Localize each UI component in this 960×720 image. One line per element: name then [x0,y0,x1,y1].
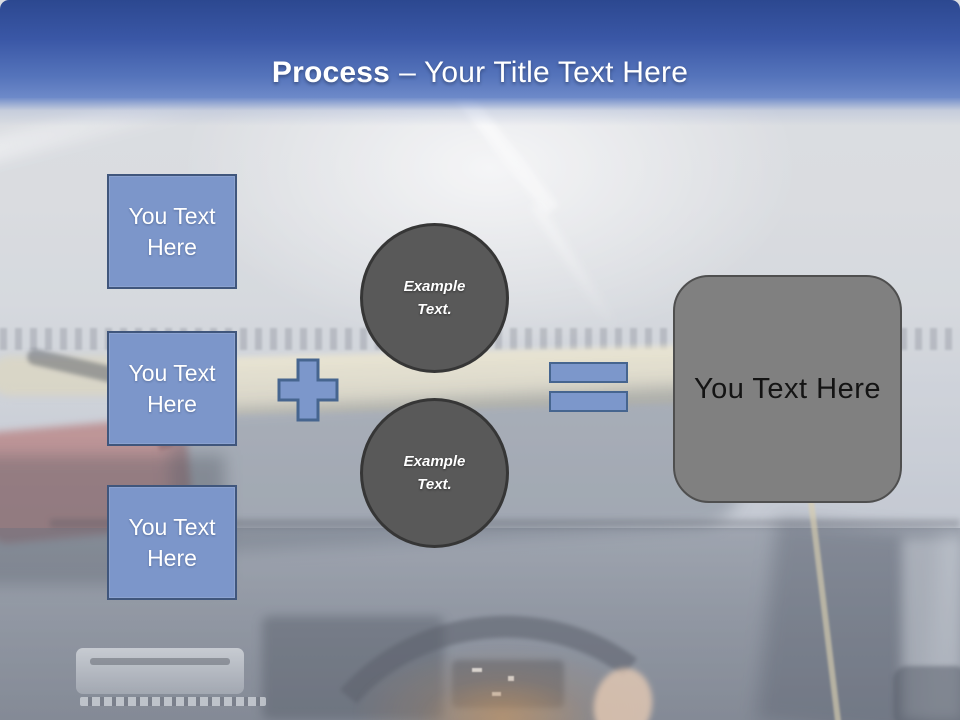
result-box[interactable]: You Text Here [673,275,902,503]
step-circle-1[interactable]: Example Text. [360,223,509,373]
step-circle-1-label: Example Text. [403,278,466,318]
bg-car-stereo [76,648,244,694]
step-circle-2[interactable]: Example Text. [360,398,509,548]
bg-gauge-glyph [472,668,482,672]
bg-instrument-cluster [452,660,564,708]
input-box-1[interactable]: You Text Here [107,174,237,289]
input-box-2[interactable]: You Text Here [107,331,237,446]
bg-stereo-buttons [80,697,266,706]
slide-title[interactable]: Process– Your Title Text Here [272,55,688,91]
bg-dashboard-edge [50,519,960,528]
bg-stereo-slot [90,658,230,665]
bg-driver-hair-highlight [418,678,588,720]
equals-icon [549,391,628,412]
input-box-2-label: You Text Here [128,359,216,417]
equals-icon [549,362,628,383]
input-box-1-label: You Text Here [128,202,216,260]
slide-title-text: – Your Title Text Here [399,56,689,89]
step-circle-2-label: Example Text. [403,453,466,493]
plus-icon [277,358,339,427]
bg-dash-vent [262,616,444,720]
result-box-label: You Text Here [693,372,882,405]
title-bar: Process– Your Title Text Here [0,0,960,98]
title-bar-fade [0,98,960,126]
bg-gauge-glyph [508,676,514,681]
slide-title-keyword: Process [271,56,391,89]
input-box-3-label: You Text Here [128,513,216,571]
input-box-3[interactable]: You Text Here [107,485,237,600]
bg-armrest [893,666,960,720]
bg-gauge-glyph [492,692,501,696]
